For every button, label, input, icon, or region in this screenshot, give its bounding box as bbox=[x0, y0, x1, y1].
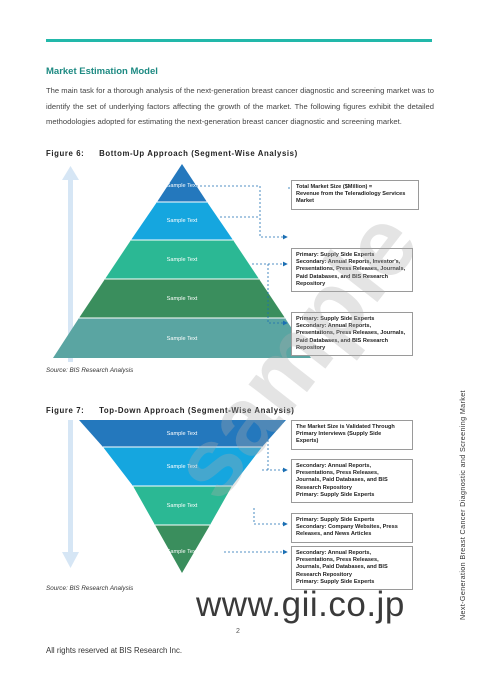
gii-watermark: www.gii.co.jp bbox=[196, 585, 405, 624]
figure7-label: Figure 7: bbox=[46, 406, 85, 415]
figure6-box-2: Primary: Supply Side Experts Secondary: … bbox=[291, 248, 413, 293]
intro-paragraph: The main task for a thorough analysis of… bbox=[46, 86, 434, 127]
figure7-caption: Top-Down Approach (Segment-Wise Analysis… bbox=[99, 406, 295, 415]
footer-copyright: All rights reserved at BIS Research Inc. bbox=[46, 646, 183, 655]
pyramid-label-5: Sample Text bbox=[167, 336, 198, 342]
figure6-pyramid: Sample Text Sample Text Sample Text Samp… bbox=[53, 164, 311, 358]
figure7-box-1: The Market Size is Validated Through Pri… bbox=[291, 420, 413, 450]
figure6-title: Figure 6: Bottom-Up Approach (Segment-Wi… bbox=[46, 149, 298, 158]
figure7-box-4: Secondary: Annual Reports, Presentations… bbox=[291, 546, 413, 591]
inverted-label-1: Sample Text bbox=[167, 431, 198, 437]
pyramid-level-1 bbox=[157, 164, 207, 202]
pyramid-label-4: Sample Text bbox=[167, 296, 198, 302]
figure7-inverted-pyramid: Sample Text Sample Text Sample Text Samp… bbox=[79, 420, 286, 573]
pyramid-level-3 bbox=[105, 240, 259, 279]
figure6-label: Figure 6: bbox=[46, 149, 85, 158]
inverted-label-3: Sample Text bbox=[167, 503, 198, 509]
figure7-box-2: Secondary: Annual Reports, Presentations… bbox=[291, 459, 413, 504]
inverted-level-4 bbox=[155, 525, 210, 573]
figure6-connectors bbox=[196, 185, 292, 326]
figure6-box-1: Total Market Size ($Million) = Revenue f… bbox=[291, 180, 419, 210]
inverted-level-2 bbox=[103, 447, 262, 486]
figure6-box-3: Primary: Supply Side Experts Secondary: … bbox=[291, 312, 413, 357]
figure7-title: Figure 7: Top-Down Approach (Segment-Wis… bbox=[46, 406, 294, 415]
figure7-source: Source: BIS Research Analysis bbox=[46, 585, 134, 592]
figure7-connectors bbox=[224, 440, 288, 555]
pyramid-label-1: Sample Text bbox=[167, 183, 198, 189]
pyramid-level-4 bbox=[79, 279, 285, 318]
figure7-box-3: Primary: Supply Side Experts Secondary: … bbox=[291, 513, 413, 543]
figure6-source: Source: BIS Research Analysis bbox=[46, 367, 134, 374]
pyramid-label-2: Sample Text bbox=[167, 218, 198, 224]
inverted-level-3 bbox=[133, 486, 232, 525]
pyramid-label-3: Sample Text bbox=[167, 257, 198, 263]
inverted-level-1 bbox=[79, 420, 286, 447]
sidebar-report-title: Next-Generation Breast Cancer Diagnostic… bbox=[458, 390, 467, 620]
top-accent-line bbox=[46, 39, 432, 42]
figure7-down-arrow bbox=[62, 420, 79, 568]
inverted-label-4: Sample Text bbox=[167, 549, 198, 555]
figure6-caption: Bottom-Up Approach (Segment-Wise Analysi… bbox=[99, 149, 298, 158]
pyramid-level-5 bbox=[53, 318, 311, 358]
inverted-label-2: Sample Text bbox=[167, 464, 198, 470]
page-number: 2 bbox=[236, 628, 240, 635]
figure6-up-arrow bbox=[62, 166, 79, 362]
section-title: Market Estimation Model bbox=[46, 66, 158, 77]
pyramid-level-2 bbox=[131, 202, 233, 240]
